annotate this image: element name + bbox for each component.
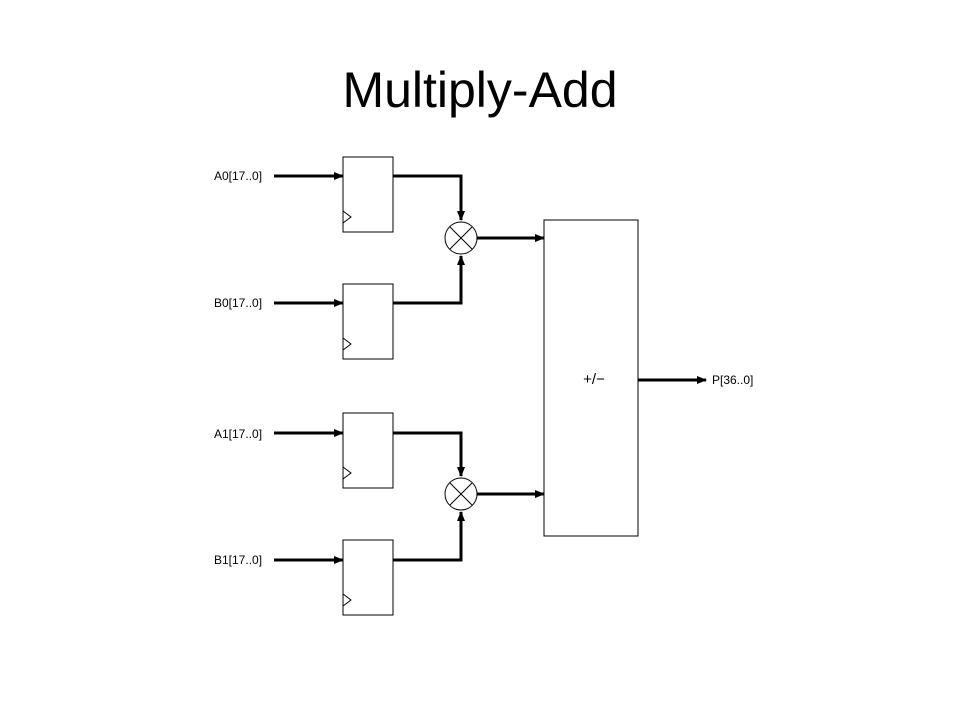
clock-triangle-icon bbox=[342, 337, 352, 351]
multiplier-1 bbox=[444, 477, 478, 511]
adder-block bbox=[543, 219, 639, 537]
input-label-a1: A1[17..0] bbox=[214, 427, 262, 441]
input-label-b1: B1[17..0] bbox=[214, 553, 262, 567]
input-label-b0: B0[17..0] bbox=[214, 296, 262, 310]
input-label-a0: A0[17..0] bbox=[214, 169, 262, 183]
clock-triangle-icon bbox=[342, 593, 352, 607]
output-label: P[36..0] bbox=[712, 373, 753, 387]
wire-a0-to-mult0 bbox=[393, 174, 465, 221]
register-a0 bbox=[342, 156, 394, 233]
adder-label: +/− bbox=[583, 371, 605, 388]
wire-b0-to-mult0 bbox=[393, 255, 465, 305]
wire-a1-to-mult1 bbox=[393, 431, 465, 477]
wire-b1-to-mult1 bbox=[393, 511, 465, 562]
register-a1 bbox=[342, 412, 394, 489]
multiplier-0 bbox=[444, 221, 478, 255]
clock-triangle-icon bbox=[342, 210, 352, 224]
register-b1 bbox=[342, 539, 394, 616]
register-b0 bbox=[342, 283, 394, 360]
slide-title: Multiply-Add bbox=[342, 62, 618, 118]
clock-triangle-icon bbox=[342, 466, 352, 480]
